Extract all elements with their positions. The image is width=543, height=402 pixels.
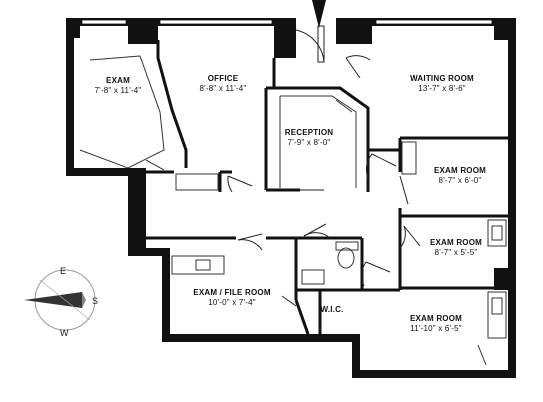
room-label-exam-se: EXAM ROOM 11'-10" x 6'-5"	[409, 314, 463, 333]
room-label-waiting: WAITING ROOM 13'-7" x 8'-6"	[410, 74, 474, 93]
room-label-office: OFFICE 8'-8" x 11'-4"	[199, 74, 247, 93]
interior-walls	[146, 40, 508, 335]
room-label-reception: RECEPTION 7'-9" x 8'-0"	[284, 128, 334, 147]
room-label-exam-file: EXAM / FILE ROOM 10'-0" x 7'-4"	[193, 288, 271, 307]
windows	[81, 19, 493, 25]
fixtures	[79, 55, 507, 366]
room-label-exam-e2: EXAM ROOM 8'-7" x 5'-5"	[429, 238, 483, 257]
exterior-walls	[66, 18, 516, 378]
room-label-wic: W.I.C.	[320, 305, 344, 314]
compass-west-label: W	[60, 328, 69, 338]
compass-east-label: E	[60, 266, 67, 276]
compass-icon	[24, 269, 96, 331]
entry-arrow-icon	[312, 0, 326, 28]
doors	[145, 25, 421, 307]
room-label-exam-e1: EXAM ROOM 8'-7" x 6'-0"	[433, 166, 487, 185]
room-label-exam-nw: EXAM 7'-8" x 11'-4"	[94, 76, 142, 95]
compass-south-label: S	[92, 296, 99, 306]
